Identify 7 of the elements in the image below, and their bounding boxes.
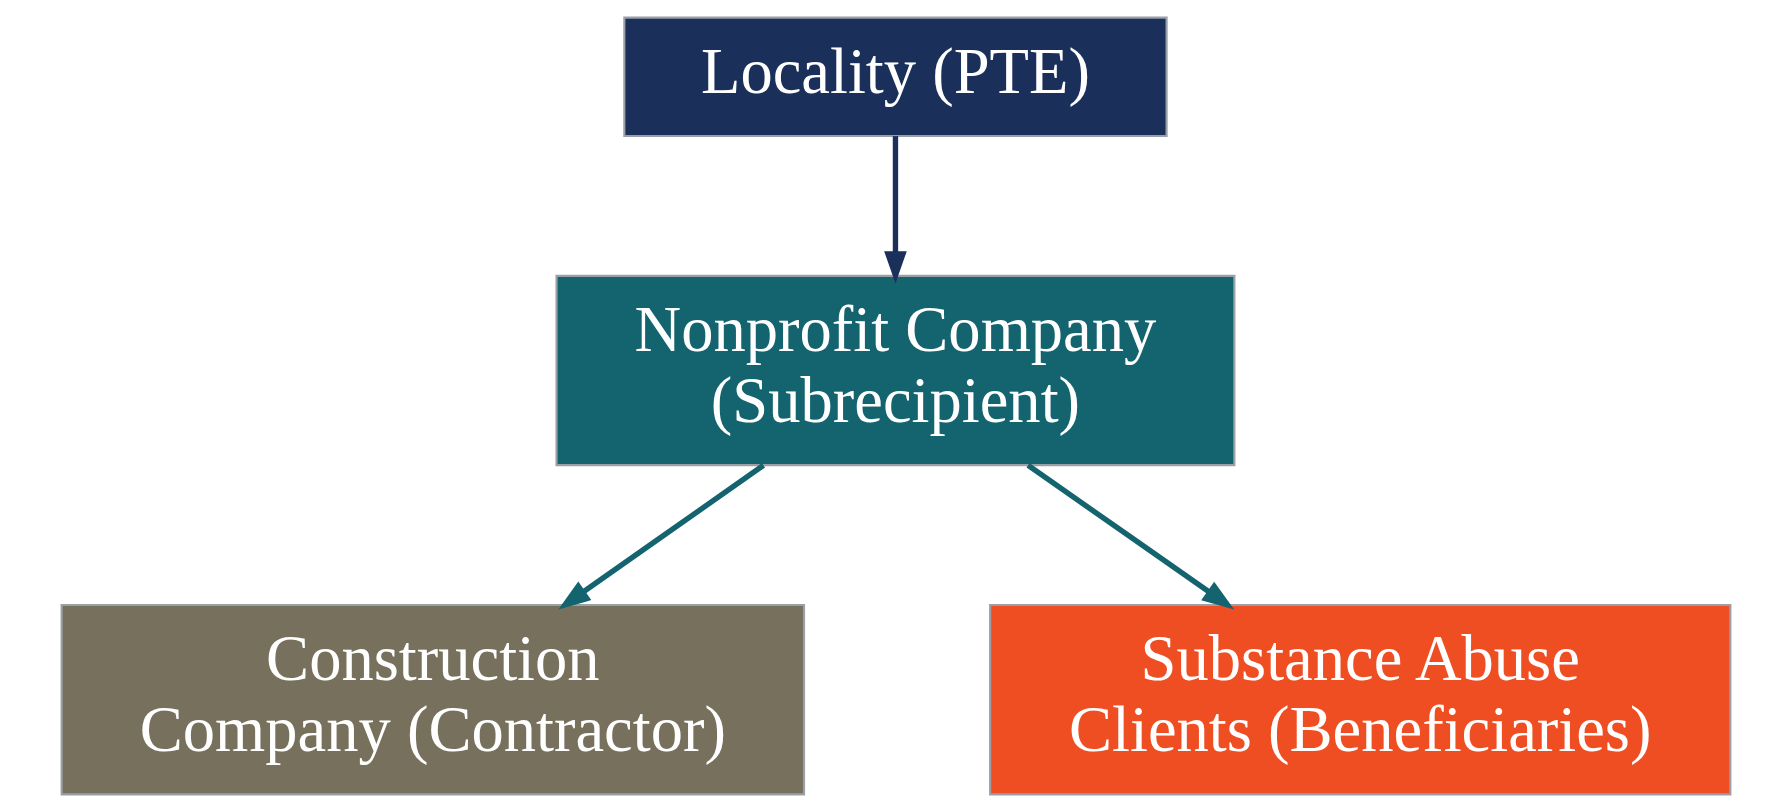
node-box: Construction Company (Contractor)	[60, 603, 805, 795]
node-box: Locality (PTE)	[622, 16, 1168, 137]
node-box: Substance Abuse Clients (Beneficiaries)	[988, 603, 1731, 795]
arrow	[883, 135, 907, 284]
arrow	[557, 462, 765, 609]
arrow	[1026, 462, 1234, 609]
node-box: Nonprofit Company (Subrecipient)	[555, 274, 1235, 466]
